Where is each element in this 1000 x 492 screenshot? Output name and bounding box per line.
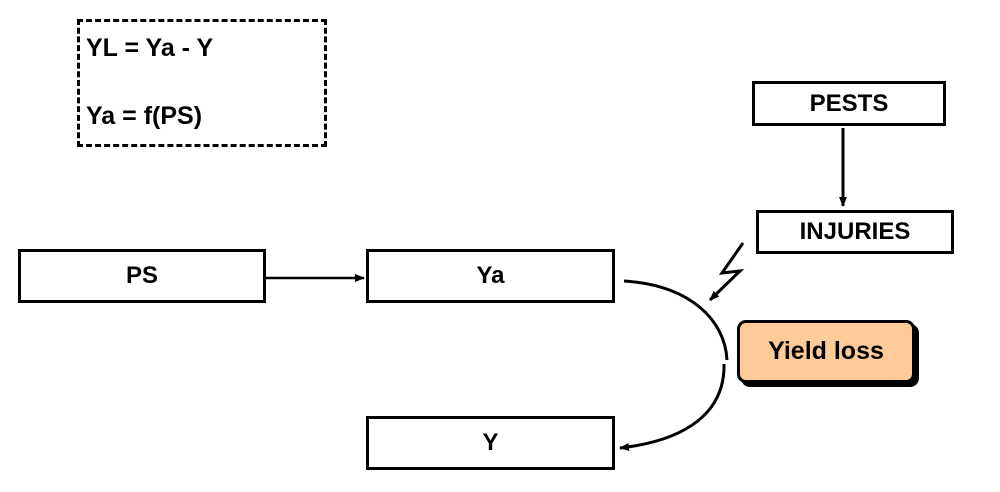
node-yield-loss: Yield loss xyxy=(737,320,915,383)
formula-yield-loss: YL = Ya - Y xyxy=(86,34,214,62)
node-pests: PESTS xyxy=(752,81,946,126)
formula-attainable-yield: Ya = f(PS) xyxy=(86,102,203,130)
node-ya: Ya xyxy=(366,249,615,303)
formula-box: YL = Ya - Y Ya = f(PS) xyxy=(77,19,327,147)
node-injuries: INJURIES xyxy=(756,210,954,254)
arrow-loss-to-y xyxy=(619,363,726,451)
curve-ya-to-loss xyxy=(623,279,729,361)
node-y: Y xyxy=(366,416,615,470)
lightning-arrow-injuries xyxy=(708,242,745,302)
node-ps: PS xyxy=(18,249,266,303)
